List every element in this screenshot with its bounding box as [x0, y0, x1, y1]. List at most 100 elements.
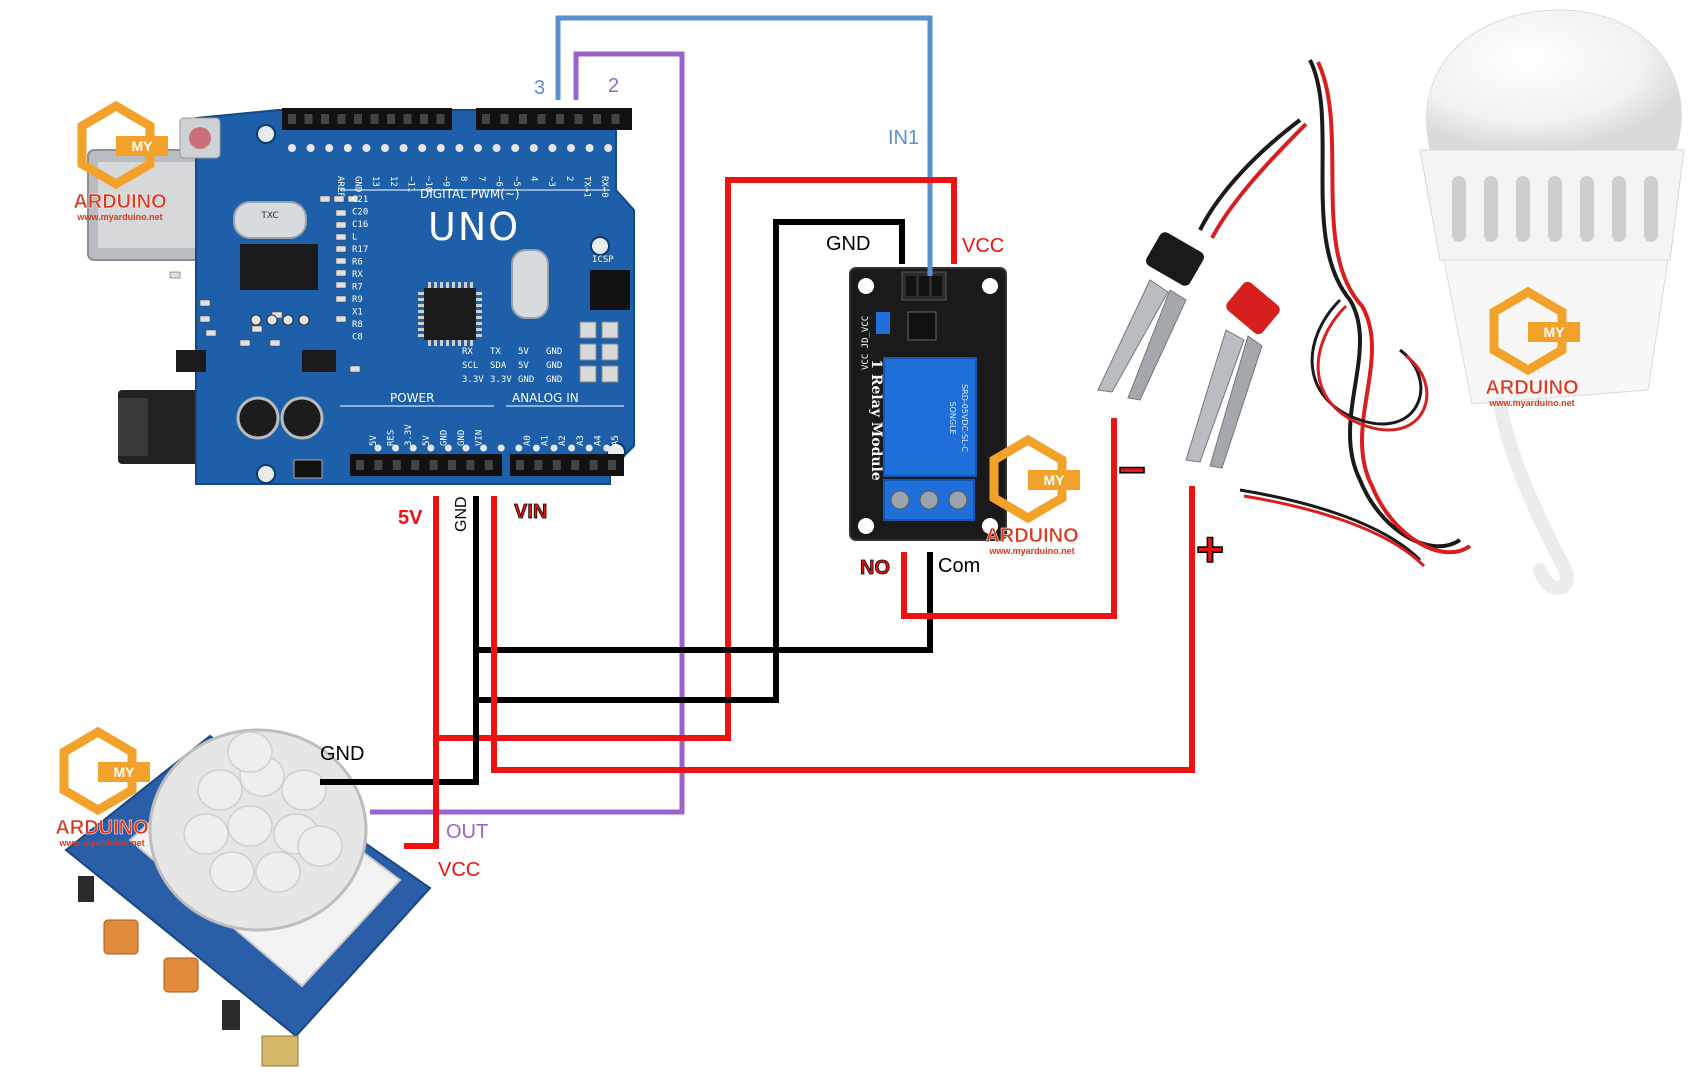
digital-pin-label: 8: [458, 176, 468, 181]
bulb-vent: [1644, 176, 1658, 242]
relay-model: SRD-05VDC-SL-C: [960, 384, 969, 452]
analog-pin-label: A0: [523, 435, 533, 446]
smd-part: [335, 281, 347, 289]
digital-pin-label: ~9: [441, 176, 451, 187]
aux-pad: [579, 321, 597, 339]
label-plus: +: [1196, 524, 1224, 577]
pir-capacitor: [222, 1000, 240, 1030]
header-pin: [482, 114, 490, 124]
digital-header-right: [476, 108, 632, 130]
component-label: RX: [352, 270, 363, 280]
relay-pin-in1: [919, 276, 929, 296]
wire-arduino-gnd-to-pir-gnd: [320, 496, 479, 785]
digital-pin-label: TX→1: [581, 176, 591, 198]
digital-pin-label: RX←0: [599, 176, 609, 198]
pir-potentiometer: [163, 957, 199, 993]
analog-pin-label: A1: [541, 435, 551, 446]
bulb-vent: [1612, 176, 1626, 242]
wire-5v-to-pir-vcc: [404, 496, 439, 849]
red-clip-jaw: [1185, 329, 1245, 463]
regulator-chip: [302, 350, 336, 372]
digital-pin-label: ~3: [546, 176, 556, 187]
header-pin: [436, 114, 445, 124]
relay-jumper-label: VCC JD_VCC: [861, 316, 871, 370]
terminal-screw: [919, 490, 939, 510]
chip-leg: [470, 282, 473, 288]
header-pin: [392, 460, 401, 470]
header-pin: [304, 114, 313, 124]
header-pin: [420, 114, 428, 124]
header-pin: [374, 460, 383, 470]
smd-part: [335, 221, 347, 229]
crystal-label: TXC: [260, 211, 278, 221]
black-clip-jaw: [1127, 289, 1187, 401]
reset-button-cap: [189, 127, 211, 149]
aux-pad-label: SDA: [490, 361, 507, 371]
relay-body: [883, 357, 977, 477]
header-pad: [343, 144, 352, 152]
digital-header-left: [282, 108, 452, 130]
header-pin: [611, 114, 620, 124]
icsp-label: ICSP: [592, 255, 614, 265]
analog-pin-label: A2: [558, 435, 568, 446]
relay-transistor: [907, 311, 937, 341]
digital-pin-label: ~11: [405, 176, 415, 192]
header-pin: [466, 460, 475, 470]
header-pad: [436, 144, 445, 152]
component-label: C16: [352, 220, 368, 230]
relay-pin-gnd: [906, 276, 916, 296]
digital-pin-label: 13: [370, 176, 380, 187]
analog-label: ANALOG IN: [512, 391, 579, 405]
chip-legs: [418, 282, 482, 346]
dome-facet: [255, 851, 301, 893]
header-pad: [550, 444, 558, 452]
smd-part: [335, 209, 347, 217]
alligator-clips: [1097, 59, 1472, 568]
smd-part: [335, 269, 347, 277]
smd-part: [169, 271, 181, 279]
logo-name: ARDUINO: [985, 525, 1078, 547]
header-pad: [529, 144, 538, 152]
chip-leg: [418, 304, 424, 307]
relay-mount-hole: [982, 278, 998, 294]
relay-title: 1 Relay Module: [868, 359, 884, 481]
header-pad: [603, 444, 611, 452]
header-pad: [462, 444, 470, 452]
chip-leg: [452, 282, 455, 288]
chip-leg: [418, 292, 424, 295]
logo-name: ARDUINO: [73, 191, 166, 213]
label-arduino-vin: VIN: [514, 501, 547, 523]
aux-pad: [601, 365, 619, 383]
chip-leg: [418, 322, 424, 325]
header-pin: [429, 460, 438, 470]
component-label: R17: [352, 245, 368, 255]
black-clip-boot: [1146, 232, 1204, 286]
logo-my: MY: [1544, 324, 1566, 340]
chip-leg: [476, 328, 482, 331]
smd-part: [335, 315, 347, 323]
header-pad: [567, 144, 575, 152]
aux-pad: [601, 321, 619, 339]
smd-part: [333, 195, 345, 203]
power-label: POWER: [390, 391, 434, 405]
header-pin: [356, 460, 364, 470]
aux-pad: [579, 343, 597, 361]
pir-dome-facets: [183, 731, 343, 893]
smd-part: [319, 195, 331, 203]
component-label: R9: [352, 295, 363, 305]
cable-loop: [1316, 304, 1429, 432]
power-pin-label: 5V: [369, 435, 379, 446]
header-pad: [306, 144, 315, 152]
label-no: NO: [860, 557, 890, 579]
label-pir-vcc: VCC: [438, 859, 480, 881]
cable-tail: [1243, 494, 1426, 568]
myarduino-logos: MYARDUINOwww.myarduino.netMYARDUINOwww.m…: [55, 100, 1580, 848]
chip-leg: [418, 334, 424, 337]
logo-name: ARDUINO: [1485, 377, 1578, 399]
header-pin: [321, 114, 329, 124]
pir-sensor: [64, 728, 432, 1067]
power-jack-front: [118, 398, 148, 456]
